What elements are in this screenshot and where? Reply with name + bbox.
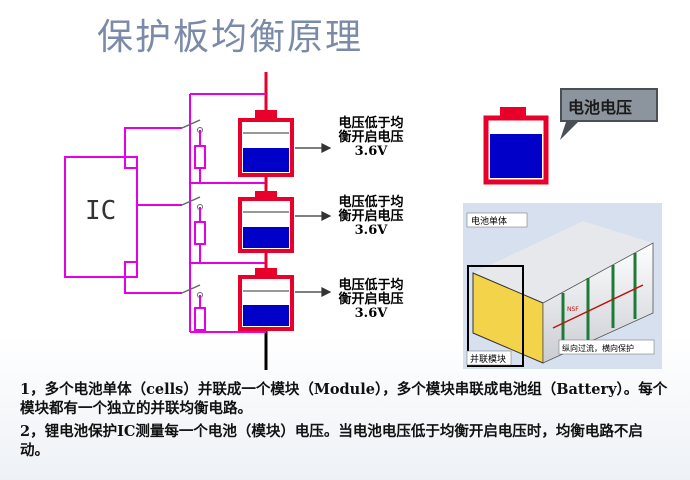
balance-resistor-2 bbox=[194, 221, 206, 245]
photo-label-parallel-module: 并联模块 bbox=[470, 353, 506, 365]
balance-switch-1 bbox=[181, 119, 206, 183]
battery-voltage-callout bbox=[560, 88, 658, 140]
photo-label-nsf: NSF bbox=[567, 306, 579, 313]
sense-line-1 bbox=[124, 127, 182, 169]
battery-pack-photo: 电池单体 并联模块 纵向过流，横向保护 NSF bbox=[463, 203, 662, 369]
ic-label: IC bbox=[85, 196, 117, 226]
callout-text: 电池电压 bbox=[568, 98, 633, 117]
battery-cell-3 bbox=[238, 268, 294, 331]
balance-switch-2 bbox=[181, 196, 206, 263]
page-title: 保护板均衡原理 bbox=[97, 17, 364, 58]
photo-label-cell-unit: 电池单体 bbox=[471, 215, 507, 227]
voltage-arrows bbox=[295, 143, 332, 297]
battery-voltage-icon bbox=[483, 107, 549, 185]
paragraph-1: 1，多个电池单体（cells）并联成一个模块（Module），多个模块串联成电池… bbox=[20, 381, 668, 417]
ic-box bbox=[64, 156, 138, 278]
battery-pack-illustration: 电池单体 并联模块 纵向过流，横向保护 NSF bbox=[463, 203, 662, 369]
photo-label-flow: 纵向过流，横向保护 bbox=[562, 343, 634, 353]
battery-cell-1 bbox=[238, 110, 294, 177]
battery-cell-2 bbox=[238, 191, 294, 253]
paragraph-2: 2，锂电池保护IC测量每一个电池（模块）电压。当电池电压低于均衡开启电压时，均衡… bbox=[20, 423, 643, 459]
balance-switch-3 bbox=[181, 284, 206, 331]
balance-resistor-1 bbox=[194, 145, 206, 169]
sense-line-3 bbox=[124, 261, 182, 294]
balance-resistor-3 bbox=[194, 307, 206, 331]
